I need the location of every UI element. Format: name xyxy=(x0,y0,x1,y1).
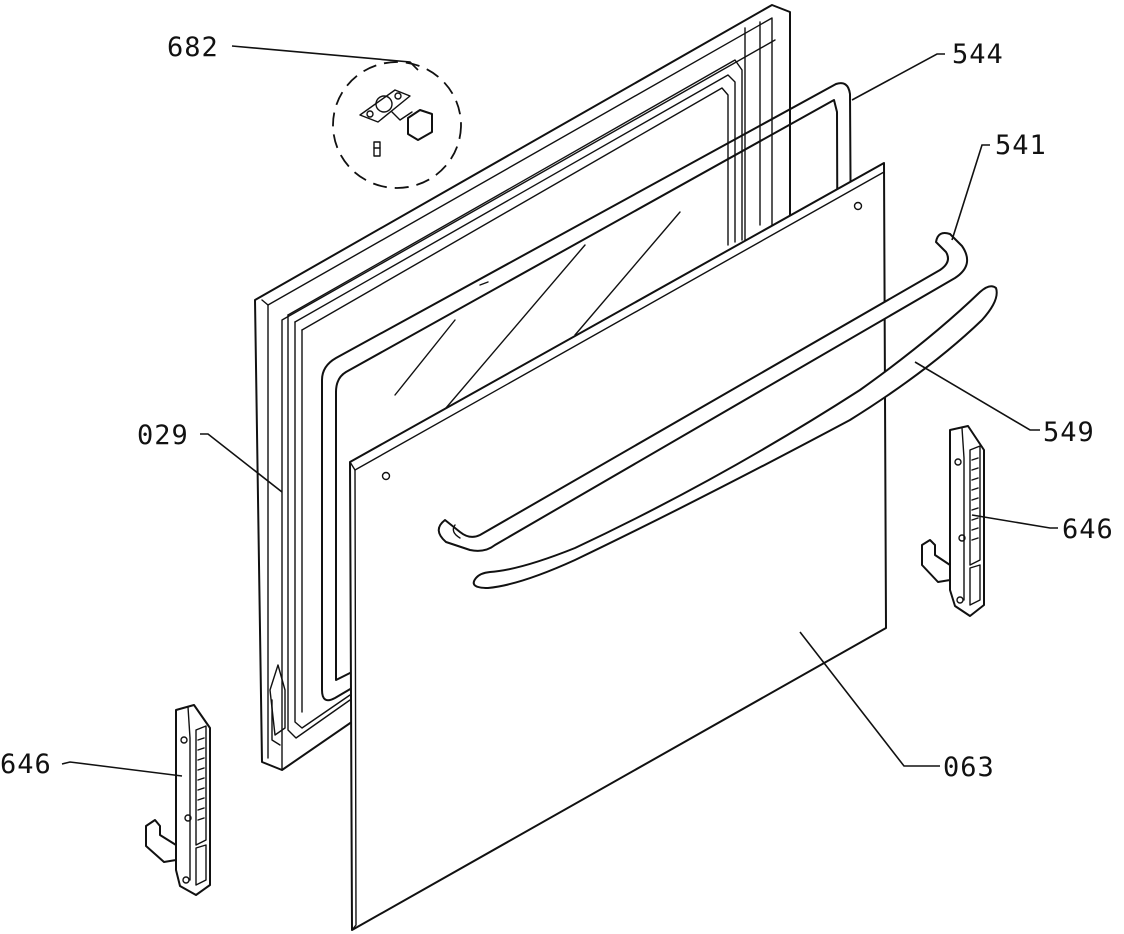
label-541: 541 xyxy=(995,130,1047,161)
leader-lines xyxy=(61,45,1058,777)
inner-glass-panel xyxy=(394,211,681,416)
leader-682 xyxy=(231,45,419,71)
part-labels: 682 544 541 549 029 646 646 063 xyxy=(0,32,1114,783)
label-549: 549 xyxy=(1043,417,1095,448)
outer-glass-panel-063 xyxy=(349,162,887,931)
leader-541 xyxy=(951,144,990,241)
leader-029 xyxy=(200,433,283,493)
label-544: 544 xyxy=(952,39,1004,70)
leader-549 xyxy=(914,361,1040,431)
label-646-right: 646 xyxy=(1062,514,1114,545)
label-063: 063 xyxy=(943,752,995,783)
leader-544 xyxy=(851,53,945,101)
hinge-646-left xyxy=(145,704,211,896)
leader-646-left xyxy=(61,761,183,777)
label-646-left: 646 xyxy=(0,749,52,780)
door-handle-541 xyxy=(437,232,969,552)
glass-retainer-544 xyxy=(321,82,853,702)
label-029: 029 xyxy=(137,420,189,451)
hinge-detail-682 xyxy=(332,61,462,189)
leader-063 xyxy=(799,631,940,767)
leader-646-right xyxy=(971,514,1058,529)
hinge-646-right xyxy=(921,425,985,617)
label-682: 682 xyxy=(167,32,219,63)
handle-trim-549 xyxy=(472,285,998,589)
